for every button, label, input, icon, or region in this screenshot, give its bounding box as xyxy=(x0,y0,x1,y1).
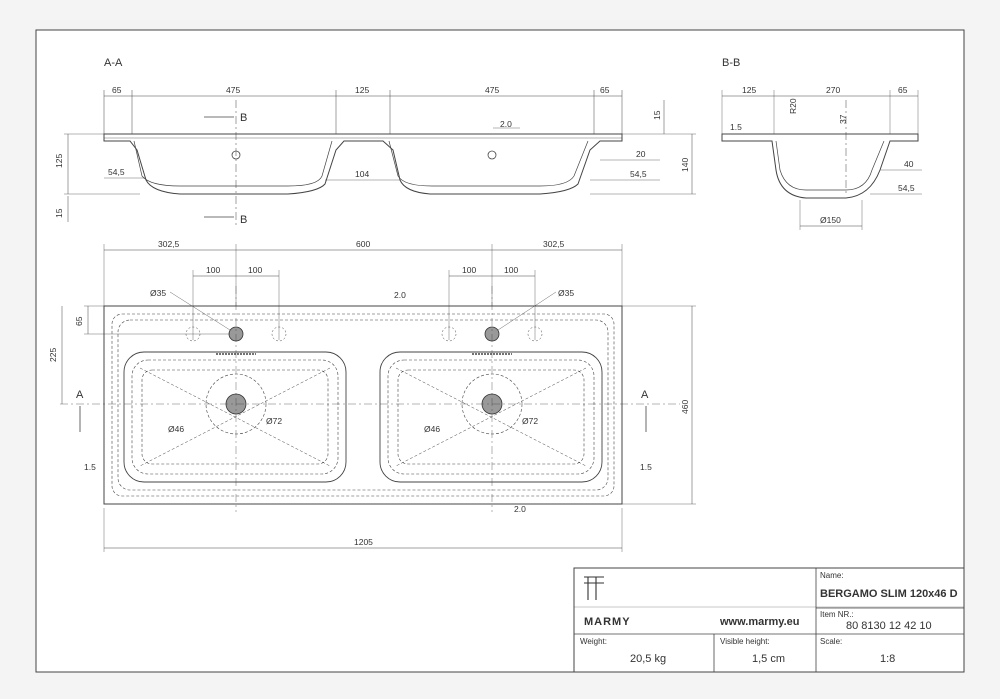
dim-bb-r20: R20 xyxy=(788,98,798,114)
dim-plan-460: 460 xyxy=(680,400,690,414)
drawing-frame xyxy=(35,29,965,673)
plan-view: 302,5 600 302,5 100 100 100 100 xyxy=(48,239,696,552)
dim-aa-104: 104 xyxy=(355,169,369,179)
dim-aa-65-left: 65 xyxy=(112,85,122,95)
dim-aa-475-right: 475 xyxy=(485,85,499,95)
cut-b-top: B xyxy=(240,112,247,124)
website-link[interactable]: www.marmy.eu xyxy=(719,616,799,628)
section-a-a-title: A-A xyxy=(104,57,123,69)
cut-b-bottom: B xyxy=(240,214,247,226)
section-b-b-title: B-B xyxy=(722,57,740,69)
visible-height-value: 1,5 cm xyxy=(752,653,785,665)
dim-plan-600: 600 xyxy=(356,239,370,249)
dim-aa-475-left: 475 xyxy=(226,85,240,95)
dim-bb-150: Ø150 xyxy=(820,215,841,225)
visible-height-label: Visible height: xyxy=(720,637,770,646)
dim-aa-140: 140 xyxy=(680,158,690,172)
item-value: 80 8130 12 42 10 xyxy=(846,620,932,632)
dim-bb-15: 1.5 xyxy=(730,122,742,132)
dim-aa-125-vert: 125 xyxy=(54,154,64,168)
section-b-b: B-B 125 270 65 R20 37 1.5 40 54,5 Ø150 xyxy=(721,57,922,230)
dim-bb-270: 270 xyxy=(826,85,840,95)
marmy-logo-icon xyxy=(584,576,604,600)
dim-bb-545: 54,5 xyxy=(898,183,915,193)
dim-bb-65: 65 xyxy=(898,85,908,95)
dim-bb-40: 40 xyxy=(904,159,914,169)
weight-value: 20,5 kg xyxy=(630,653,666,665)
drain-left-outer-dia: Ø72 xyxy=(266,416,282,426)
dim-plan-1205: 1205 xyxy=(354,537,373,547)
dim-aa-15: 15 xyxy=(54,208,64,218)
slope-plan-top: 2.0 xyxy=(394,290,406,300)
drain-right-outer-dia: Ø72 xyxy=(522,416,538,426)
slope-plan-bottom: 2.0 xyxy=(514,504,526,514)
countertop-outline xyxy=(103,305,623,505)
tap-hole-right-dia: Ø35 xyxy=(558,288,574,298)
edge-left: 1.5 xyxy=(84,462,96,472)
dim-plan-100-a: 100 xyxy=(206,265,220,275)
edge-right: 1.5 xyxy=(640,462,652,472)
drain-right-inner-dia: Ø46 xyxy=(424,424,440,434)
dim-bb-37: 37 xyxy=(838,114,848,124)
title-block xyxy=(573,567,965,673)
section-a-a: A-A 65 475 125 475 65 B B 2.0 xyxy=(54,57,696,226)
drain-left-inner-dia: Ø46 xyxy=(168,424,184,434)
dim-plan-100-b: 100 xyxy=(248,265,262,275)
name-label: Name: xyxy=(820,571,844,580)
dim-aa-20: 20 xyxy=(636,149,646,159)
dim-plan-100-c: 100 xyxy=(462,265,476,275)
dim-aa-65-right: 65 xyxy=(600,85,610,95)
dim-plan-65: 65 xyxy=(74,316,84,326)
cut-a-left: A xyxy=(76,389,84,401)
item-label: Item NR.: xyxy=(820,610,854,619)
scale-value: 1:8 xyxy=(880,653,895,665)
basin-right xyxy=(379,351,603,483)
dim-plan-100-d: 100 xyxy=(504,265,518,275)
dim-aa-545-left: 54,5 xyxy=(108,167,125,177)
dim-aa-125: 125 xyxy=(355,85,369,95)
name-value: BERGAMO SLIM 120x46 D xyxy=(820,588,958,600)
dim-plan-225: 225 xyxy=(48,348,58,362)
dim-bb-125: 125 xyxy=(742,85,756,95)
cut-a-right: A xyxy=(641,389,649,401)
dim-plan-3025-left: 302,5 xyxy=(158,239,180,249)
dim-aa-15-right: 15 xyxy=(652,110,662,120)
weight-label: Weight: xyxy=(580,637,607,646)
dim-aa-545-right: 54,5 xyxy=(630,169,647,179)
slope-aa: 2.0 xyxy=(500,119,512,129)
dim-plan-3025-right: 302,5 xyxy=(543,239,565,249)
basin-left xyxy=(123,351,347,483)
brand-name: MARMY xyxy=(584,616,631,628)
scale-label: Scale: xyxy=(820,637,842,646)
tap-hole-left-dia: Ø35 xyxy=(150,288,166,298)
